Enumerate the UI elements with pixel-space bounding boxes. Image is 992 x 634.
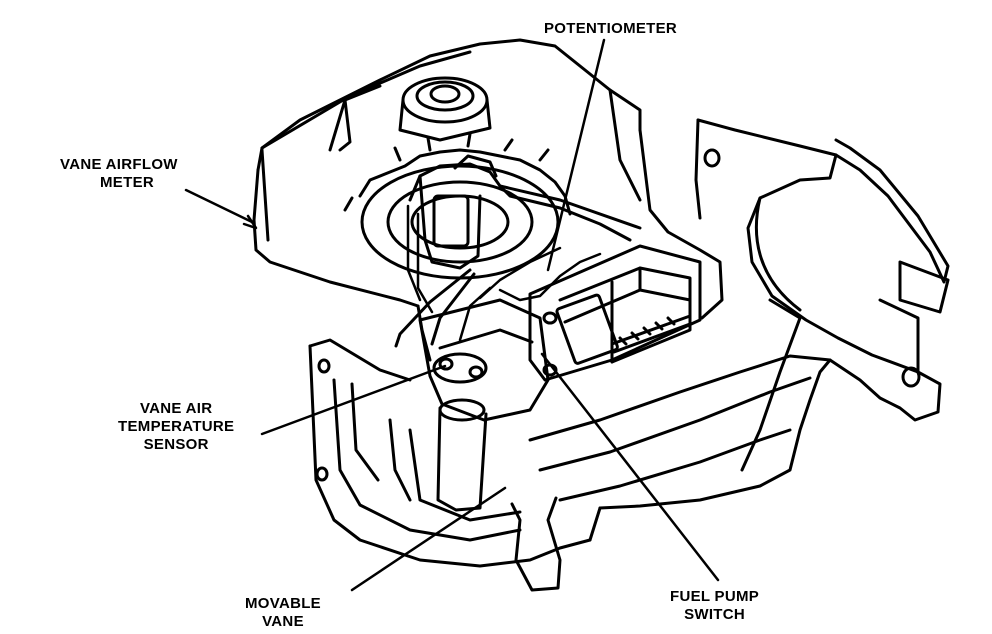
connector: [528, 244, 702, 382]
temperature-sensor-leader: [260, 364, 447, 436]
intake-flange: [598, 118, 950, 510]
sensor-block: [418, 298, 550, 422]
vane-airflow-meter-arrowhead: [242, 214, 258, 230]
vane-airflow-meter-leader: [184, 188, 254, 224]
label-movable-vane: MOVABLE VANE: [245, 595, 321, 630]
label-vane-airflow-meter: VANE AIRFLOW METER: [60, 156, 178, 191]
meter-housing: [252, 38, 832, 592]
potentiometer-leader: [546, 38, 606, 272]
movable-vane-leader: [350, 486, 507, 592]
spring-coil: [398, 76, 492, 142]
movable-vane: [388, 398, 522, 522]
label-fuel-pump-switch: FUEL PUMP SWITCH: [670, 588, 760, 623]
potentiometer-arm: [394, 154, 642, 348]
label-vane-air-temperature-sensor: VANE AIR TEMPERATURE SENSOR: [118, 400, 235, 453]
leader-lines: [184, 38, 720, 592]
label-potentiometer: POTENTIOMETER: [544, 20, 678, 37]
gear: [343, 132, 572, 280]
fuel-pump-switch-leader: [540, 352, 720, 582]
